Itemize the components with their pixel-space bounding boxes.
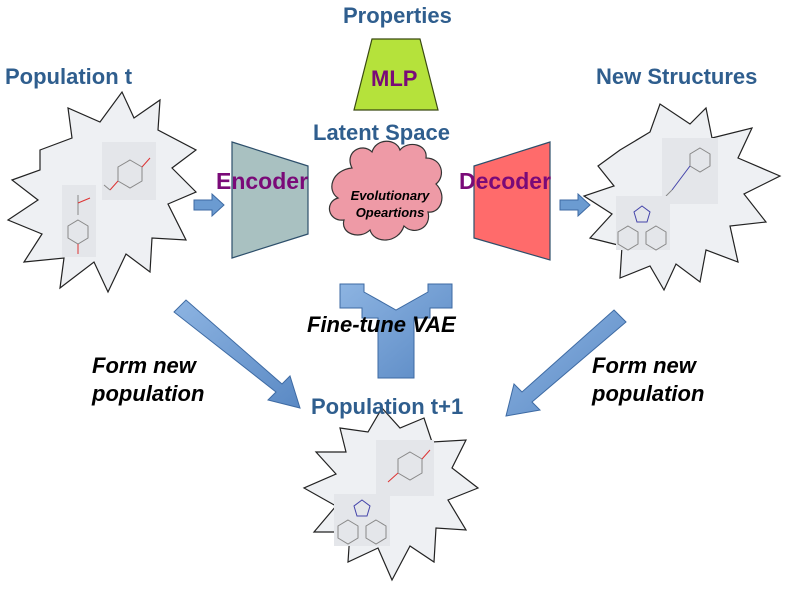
properties-label: Properties — [343, 3, 452, 28]
fine-tune-vae-label: Fine-tune VAE — [307, 312, 456, 337]
decoder-block — [473, 141, 551, 261]
molecule-sketch-icon — [334, 440, 434, 546]
population-t-starburst — [6, 90, 198, 294]
arrow-right-to-population-t1 — [505, 309, 627, 417]
evolutionary-ops-line2: Opeartions — [355, 205, 425, 220]
form-new-population-left-line2: population — [92, 381, 205, 406]
form-new-population-right: Form new population — [592, 352, 704, 408]
molecule-sketch-icon — [616, 138, 718, 251]
encoder-label: Encoder — [216, 168, 309, 194]
arrow-into-encoder — [193, 192, 225, 218]
new-structures-label: New Structures — [596, 64, 758, 89]
form-new-population-right-line1: Form new — [592, 353, 696, 378]
population-t1-starburst — [302, 406, 480, 582]
latent-space-label: Latent Space — [313, 120, 450, 145]
arrow-out-of-decoder — [559, 192, 591, 218]
population-t-label: Population t — [5, 64, 133, 89]
molecule-sketch-icon — [62, 142, 156, 257]
mlp-block — [353, 38, 439, 111]
latent-space-cloud-icon — [328, 140, 443, 241]
evolutionary-operations-label: Evolutionary Opeartions — [330, 187, 450, 221]
evolutionary-ops-line1: Evolutionary — [350, 188, 430, 203]
form-new-population-right-line2: population — [592, 381, 705, 406]
encoder-block — [231, 141, 309, 259]
fine-tune-arrow — [339, 283, 453, 379]
mlp-label: MLP — [371, 66, 418, 91]
population-t1-label: Population t+1 — [311, 394, 464, 419]
decoder-label: Decoder — [459, 168, 552, 194]
new-structures-starburst — [582, 103, 782, 292]
arrow-left-to-population-t1 — [173, 299, 301, 409]
form-new-population-left-line1: Form new — [92, 353, 196, 378]
form-new-population-left: Form new population — [92, 352, 204, 408]
